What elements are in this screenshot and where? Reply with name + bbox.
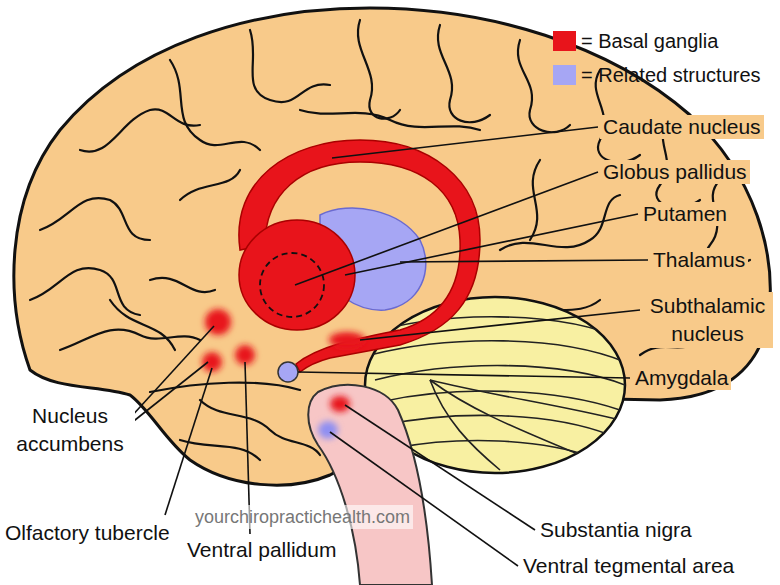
structure-label: Amygdala — [632, 366, 731, 390]
leader-lines — [130, 127, 648, 566]
structure-label: Putamen — [640, 202, 730, 226]
structure-label: Ventral tegmental area — [520, 554, 737, 578]
globus-pallidus-outline — [260, 253, 324, 317]
amygdala-shape — [278, 362, 298, 382]
substantia-nigra-blob — [330, 396, 350, 412]
structure-label: Thalamus — [650, 248, 748, 272]
legend-text: = Basal ganglia — [581, 29, 718, 53]
watermark: yourchiropractichealth.com — [192, 505, 413, 529]
legend-swatch — [553, 31, 576, 51]
caudate-shape — [239, 140, 480, 372]
structure-label: Nucleus accumbens — [5, 402, 135, 458]
structure-label: Globus pallidus — [600, 160, 750, 184]
structure-label: Caudate nucleus — [600, 115, 764, 139]
structure-label: Subthalamic nucleus — [642, 292, 773, 348]
legend-text: = Related structures — [581, 63, 761, 87]
structure-label: Ventral pallidum — [184, 538, 339, 562]
nucleus-blobs — [202, 309, 365, 372]
legend-swatch — [553, 65, 576, 85]
structure-label: Olfactory tubercle — [2, 521, 173, 545]
putamen-shape — [239, 220, 355, 330]
structure-label: Substantia nigra — [537, 518, 695, 542]
